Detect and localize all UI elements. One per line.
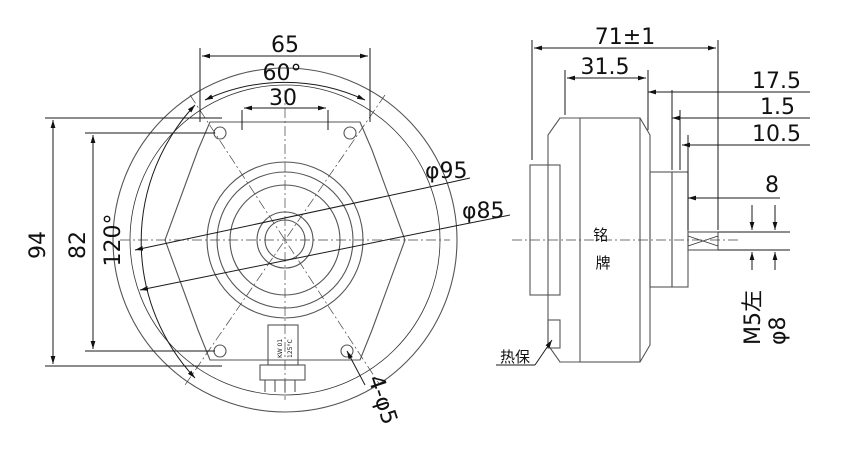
dim-71: 71±1 — [595, 25, 655, 50]
nameplate-char-2: 牌 — [595, 254, 610, 272]
capacitor-text-1: KW 01 — [277, 339, 284, 358]
dim-phi95: φ95 — [425, 159, 468, 184]
dim-94: 94 — [26, 231, 51, 259]
front-view: 65 60° 30 94 82 120° φ95 φ85 KW 01 125°C — [26, 33, 511, 428]
mount-hole-tr — [343, 126, 357, 140]
mount-hole-tl — [213, 126, 227, 140]
dim-8: 8 — [765, 173, 779, 198]
rear-cap — [529, 164, 561, 296]
nameplate-label: 铭 牌 — [593, 226, 613, 272]
dim-120-degrees: 120° — [101, 214, 126, 267]
dim-thread: M5左 — [741, 290, 766, 345]
mounting-plate — [164, 121, 406, 361]
terminal-block — [259, 364, 306, 381]
dim-shaft-diameter: φ8 — [766, 316, 791, 345]
dim-60-degrees: 60° — [263, 61, 302, 86]
side-view: 铭 牌 热保 71±1 31.5 17.5 1.5 10.5 8 — [496, 25, 810, 366]
dim-holes-4-phi5: 4-φ5 — [362, 372, 401, 428]
dim-1-5: 1.5 — [760, 95, 795, 120]
flange-ring — [671, 171, 689, 288]
front-flange — [649, 171, 673, 288]
mount-hole-bl — [213, 344, 227, 358]
thermal-protector — [547, 319, 561, 349]
shaft — [687, 231, 719, 251]
dim-17-5: 17.5 — [752, 69, 801, 94]
nameplate-char-1: 铭 — [593, 226, 608, 244]
dim-82: 82 — [66, 231, 91, 259]
dim-phi85: φ85 — [462, 199, 505, 224]
dim-30: 30 — [269, 86, 297, 111]
dim-31-5: 31.5 — [581, 55, 630, 80]
thermal-label: 热保 — [500, 348, 530, 366]
dim-10-5: 10.5 — [752, 122, 801, 147]
outer-circle-phi95 — [112, 67, 458, 413]
capacitor-text-2: 125°C — [287, 339, 294, 358]
dim-65: 65 — [271, 33, 299, 58]
